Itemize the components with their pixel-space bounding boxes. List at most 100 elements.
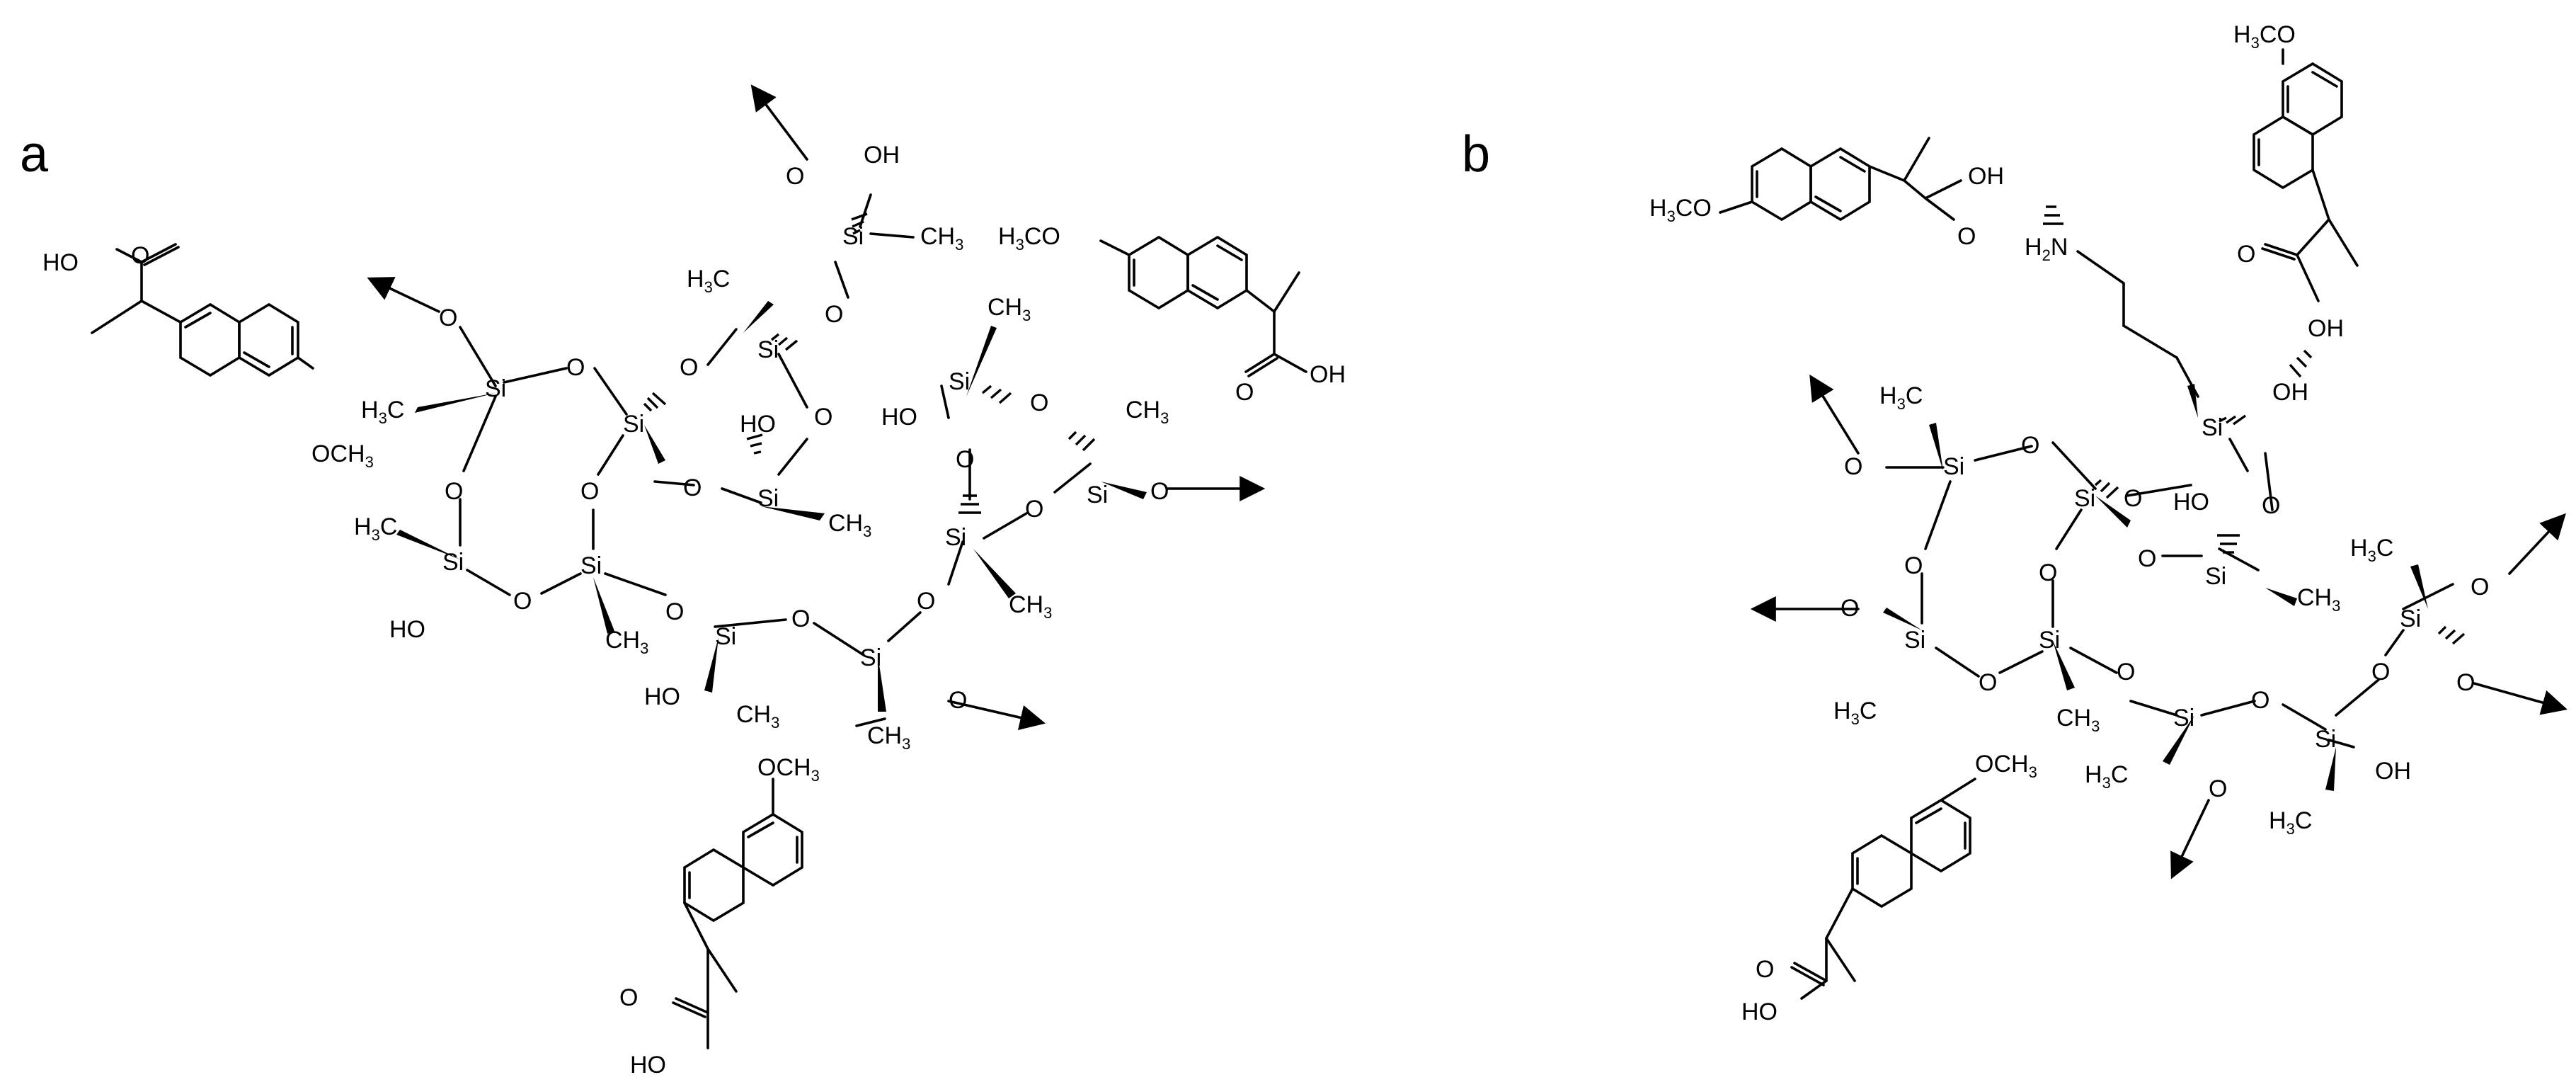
- stereo-bonds-b: [1883, 384, 2466, 791]
- ch3-label-b3: CH3: [2056, 705, 2100, 735]
- naproxen-bottom-och3-label: OCH3: [757, 754, 820, 785]
- si-atom-b8: Si: [2315, 726, 2336, 753]
- ho-label-a1: HO: [881, 404, 917, 431]
- stereo-bonds-a: [396, 212, 1147, 712]
- naproxen-left-och3-label: OCH3: [311, 440, 374, 471]
- ch3-label-a1: H3C: [361, 397, 404, 427]
- o-atom-a10: O: [1025, 496, 1043, 523]
- o-atom-b12: O: [2209, 775, 2227, 802]
- ch3-label-a6: CH3: [605, 627, 648, 657]
- naproxen-bottom-ho-label: HO: [630, 1052, 666, 1079]
- si-atom-b1: Si: [1943, 453, 1964, 480]
- oh-label-b1: OH: [2272, 379, 2308, 406]
- naproxen-molecule-top-right-b: [2252, 48, 2359, 302]
- o-atom-a3: O: [513, 588, 532, 615]
- o-atom-a4: O: [580, 478, 599, 505]
- ch3-label-a2: H3C: [354, 513, 397, 544]
- si-atom-b6: Si: [2039, 627, 2060, 654]
- si-atom-b7: Si: [2173, 705, 2194, 732]
- o-atom-b14: O: [2456, 669, 2475, 696]
- o-atom-b13: O: [2371, 659, 2390, 685]
- ch3-label-a10: CH3: [1126, 397, 1169, 427]
- si-atom-a2: Si: [623, 411, 644, 438]
- amine-group-label: H2N: [2025, 234, 2068, 264]
- panel-b: b H3CO O OH H2N: [1462, 21, 2568, 1025]
- o-atom-a15: O: [814, 404, 832, 431]
- si-atom-a5: Si: [757, 485, 779, 512]
- o-atom-a13: O: [683, 474, 702, 501]
- si-atom-b5: Si: [1904, 627, 1925, 654]
- ho-label-a2: HO: [740, 411, 776, 438]
- si-atom-a1: Si: [485, 375, 506, 402]
- ch3-label-b2: H3C: [1833, 698, 1877, 728]
- naproxen-molecule-bottom-a: [672, 778, 803, 1049]
- naproxen-b-bottom-ho-label: HO: [1741, 998, 1778, 1025]
- naproxen-b-bottom-o-label: O: [1756, 956, 1774, 983]
- ch3-label-a4: CH3: [920, 223, 963, 254]
- chain-continuation-arrows-b: [1750, 374, 2568, 880]
- naproxen-molecule-top-left-b: [1719, 137, 1962, 222]
- ch3-label-b1: H3C: [1879, 382, 1923, 413]
- naproxen-top-right-oh-label: OH: [1310, 361, 1346, 388]
- si-atom-a6: Si: [442, 549, 464, 576]
- naproxen-top-right-h3co-label: H3CO: [998, 223, 1060, 254]
- si-atom-b9: Si: [2400, 605, 2421, 632]
- o-atom-b4: O: [1841, 595, 1859, 622]
- naproxen-molecule-bottom-b: [1790, 778, 1976, 1000]
- o-atom-b3: O: [1904, 552, 1923, 579]
- hydrogen-bond-hash-1: [2043, 205, 2063, 225]
- o-atom-a18: O: [439, 305, 457, 331]
- naproxen-molecule-left: [91, 243, 314, 377]
- ch3-label-a5: CH3: [828, 510, 871, 540]
- o-atom-b9: O: [2262, 492, 2280, 519]
- ch3-label-a7: CH3: [736, 701, 779, 732]
- o-atom-a8: O: [949, 687, 967, 714]
- o-atom-b7: O: [2124, 485, 2142, 512]
- ch3-label-b6: H3C: [2350, 535, 2393, 565]
- naproxen-left-o-label: O: [131, 242, 149, 269]
- o-atom-a14: O: [680, 354, 698, 381]
- ch3-label-b7: CH3: [2297, 584, 2340, 615]
- aminopropyl-chain: [2076, 250, 2199, 398]
- naproxen-top-right-o-label: O: [1235, 379, 1254, 406]
- naproxen-molecule-top-right-a: [1099, 235, 1307, 377]
- o-atom-b5: O: [1979, 669, 1997, 696]
- o-atom-a9: O: [956, 446, 974, 473]
- oh-label-b2: OH: [2375, 758, 2411, 785]
- si-atom-a4: Si: [842, 223, 864, 250]
- o-atom-b15: O: [2471, 574, 2489, 601]
- si-atom-a7: Si: [580, 552, 602, 579]
- o-atom-a11: O: [1030, 389, 1048, 416]
- o-atom-b8: O: [2138, 545, 2156, 572]
- naproxen-b-bottom-och3-label: OCH3: [1975, 751, 2037, 781]
- o-atom-b10: O: [2117, 659, 2135, 685]
- ch3-label-b4: H3C: [2085, 761, 2128, 792]
- o-atom-a17: O: [786, 163, 804, 190]
- o-atom-a7: O: [917, 588, 935, 615]
- o-atom-a5: O: [665, 598, 684, 625]
- naproxen-left-ho-label: HO: [42, 249, 79, 276]
- ho-label-b1: HO: [2173, 489, 2209, 516]
- si-atom-a3: Si: [757, 336, 779, 363]
- naproxen-b-left-h3co-label: H3CO: [1649, 195, 1712, 225]
- si-atom-a11: Si: [949, 368, 970, 395]
- ch3-label-a9: CH3: [1009, 591, 1052, 622]
- si-atom-b3: Si: [2202, 414, 2223, 441]
- panel-a: a HO O OCH3: [20, 84, 1346, 1079]
- o-atom-a16: O: [825, 301, 843, 328]
- o-atom-a6: O: [791, 605, 810, 632]
- naproxen-b-right-h3co-label: H3CO: [2233, 21, 2296, 52]
- o-atom-b2: O: [2021, 432, 2039, 459]
- naproxen-b-left-oh-label: OH: [1968, 163, 2004, 190]
- ch3-label-b5: H3C: [2269, 807, 2312, 838]
- naproxen-b-left-o-label: O: [1957, 223, 1976, 250]
- panel-letter-a: a: [20, 126, 49, 183]
- naproxen-bottom-o-label: O: [619, 984, 638, 1011]
- si-atom-b4: Si: [2205, 563, 2226, 590]
- hydrogen-bond-hash-2: [2289, 349, 2313, 378]
- si-atom-a8: Si: [715, 623, 736, 650]
- si-atom-a10: Si: [945, 524, 966, 551]
- o-atom-b6: O: [2039, 559, 2057, 586]
- oh-label-a1: OH: [864, 142, 900, 169]
